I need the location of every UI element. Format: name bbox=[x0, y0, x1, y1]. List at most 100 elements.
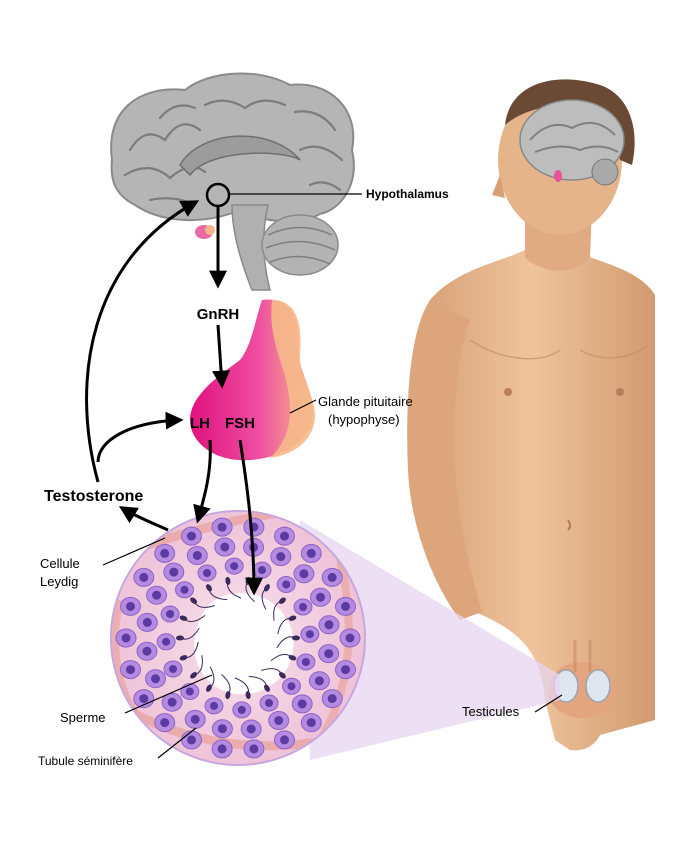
testosterone-label: Testosterone bbox=[44, 488, 143, 505]
zoom-wedge bbox=[300, 520, 560, 760]
cell-nucleus bbox=[126, 665, 135, 675]
cell-nucleus bbox=[169, 567, 179, 577]
sperm-head bbox=[190, 597, 198, 604]
cell-nucleus bbox=[306, 548, 316, 558]
cell-nucleus bbox=[169, 665, 177, 673]
fsh-label: FSH bbox=[225, 415, 255, 432]
arrow-lh-leydig bbox=[193, 439, 212, 524]
arrow-feedback-pituitary bbox=[96, 411, 184, 463]
arrow-feedback-hypothalamus bbox=[85, 200, 200, 483]
cell-nucleus bbox=[305, 630, 314, 639]
cell-nucleus bbox=[249, 744, 259, 754]
cell-nucleus bbox=[139, 694, 149, 704]
arrow-gnrh-pituitary bbox=[212, 324, 231, 389]
sperm-head bbox=[176, 635, 184, 641]
cell-nucleus bbox=[187, 735, 196, 745]
pituitary-gland bbox=[190, 299, 316, 461]
cell-nucleus bbox=[280, 735, 289, 745]
cell-nucleus bbox=[265, 699, 273, 707]
cell-nucleus bbox=[126, 601, 135, 611]
arrow-leydig-testosterone bbox=[118, 506, 169, 532]
sperm-head bbox=[288, 615, 297, 621]
torso bbox=[430, 250, 655, 751]
cell-nucleus bbox=[139, 572, 149, 582]
cell-nucleus bbox=[217, 744, 227, 754]
cell-nucleus bbox=[299, 603, 307, 611]
sperm-head bbox=[206, 584, 212, 592]
pituitary-label-line2: (hypophyse) bbox=[328, 412, 400, 427]
cell-nucleus bbox=[258, 566, 266, 575]
sperm-cells bbox=[176, 576, 300, 700]
cell-nucleus bbox=[282, 580, 291, 589]
cell-nucleus bbox=[160, 718, 170, 728]
cell-nucleus bbox=[203, 569, 211, 577]
cell-nucleus bbox=[299, 569, 309, 579]
cell-nucleus bbox=[341, 601, 350, 611]
arrow-fsh-tubule bbox=[238, 439, 263, 596]
cell-nucleus bbox=[210, 701, 218, 710]
cell-nucleus bbox=[274, 716, 284, 725]
cell-nucleus bbox=[237, 705, 246, 714]
cell-nucleus bbox=[297, 699, 307, 709]
cell-nucleus bbox=[166, 610, 175, 618]
cell-nucleus bbox=[306, 718, 316, 728]
cell-nucleus bbox=[142, 646, 152, 656]
sperm-head bbox=[206, 684, 212, 692]
cell-nucleus bbox=[142, 617, 152, 627]
cell-nucleus bbox=[152, 590, 162, 600]
tubule-label: Tubule séminifère bbox=[38, 754, 133, 768]
cell-nucleus bbox=[217, 522, 227, 532]
arrows bbox=[85, 200, 263, 596]
cell-nucleus bbox=[276, 552, 286, 562]
sperm-label: Sperme bbox=[60, 710, 106, 725]
leydig-label-line1: Cellule bbox=[40, 556, 80, 571]
cell-nucleus bbox=[230, 562, 239, 571]
cell-nucleus bbox=[217, 724, 227, 734]
cell-nucleus bbox=[314, 676, 324, 686]
cell-nucleus bbox=[185, 687, 194, 696]
sperm-head bbox=[179, 615, 188, 621]
cell-nucleus bbox=[301, 658, 310, 666]
cell-nucleus bbox=[246, 724, 256, 734]
sperm-head bbox=[292, 635, 300, 641]
cell-nucleus bbox=[160, 548, 170, 558]
cell-nucleus bbox=[345, 633, 355, 643]
leader-lines bbox=[102, 399, 563, 759]
cell-nucleus bbox=[324, 620, 334, 630]
cell-nucleus bbox=[220, 542, 230, 552]
mini-pituitary-icon bbox=[554, 170, 562, 182]
sperm-head bbox=[225, 691, 231, 700]
cell-nucleus bbox=[190, 714, 200, 724]
sperm-head bbox=[278, 597, 286, 604]
pituitary-label-line1: Glande pituitaire bbox=[318, 394, 413, 409]
hypothalamus-marker bbox=[205, 182, 231, 208]
mini-brain-icon bbox=[519, 99, 625, 181]
cell-nucleus bbox=[121, 633, 131, 643]
cell-nucleus bbox=[162, 637, 171, 646]
cell-layer bbox=[115, 517, 361, 759]
testicles-label: Testicules bbox=[462, 704, 520, 719]
cell-nucleus bbox=[316, 592, 325, 602]
cell-nucleus bbox=[180, 585, 189, 594]
sperm-head bbox=[245, 691, 251, 700]
hair bbox=[505, 79, 635, 165]
sperm-head bbox=[225, 576, 231, 585]
leydig-label-line2: Leydig bbox=[40, 574, 78, 589]
cell-nucleus bbox=[324, 649, 334, 659]
brainstem bbox=[231, 204, 271, 291]
gnrh-label: GnRH bbox=[197, 306, 240, 323]
cell-nucleus bbox=[192, 551, 202, 560]
testicle-right-icon bbox=[585, 669, 611, 703]
sperm-head bbox=[288, 655, 297, 661]
cell-nucleus bbox=[187, 531, 196, 541]
cell-nucleus bbox=[280, 531, 289, 541]
cell-nucleus bbox=[167, 697, 177, 707]
hypothalamus-label: Hypothalamus bbox=[366, 187, 449, 201]
sperm-head bbox=[278, 672, 286, 679]
cell-nucleus bbox=[327, 694, 337, 704]
seminiferous-tubule bbox=[110, 510, 366, 766]
cell-nucleus bbox=[327, 572, 337, 582]
sperm-head bbox=[190, 672, 198, 679]
